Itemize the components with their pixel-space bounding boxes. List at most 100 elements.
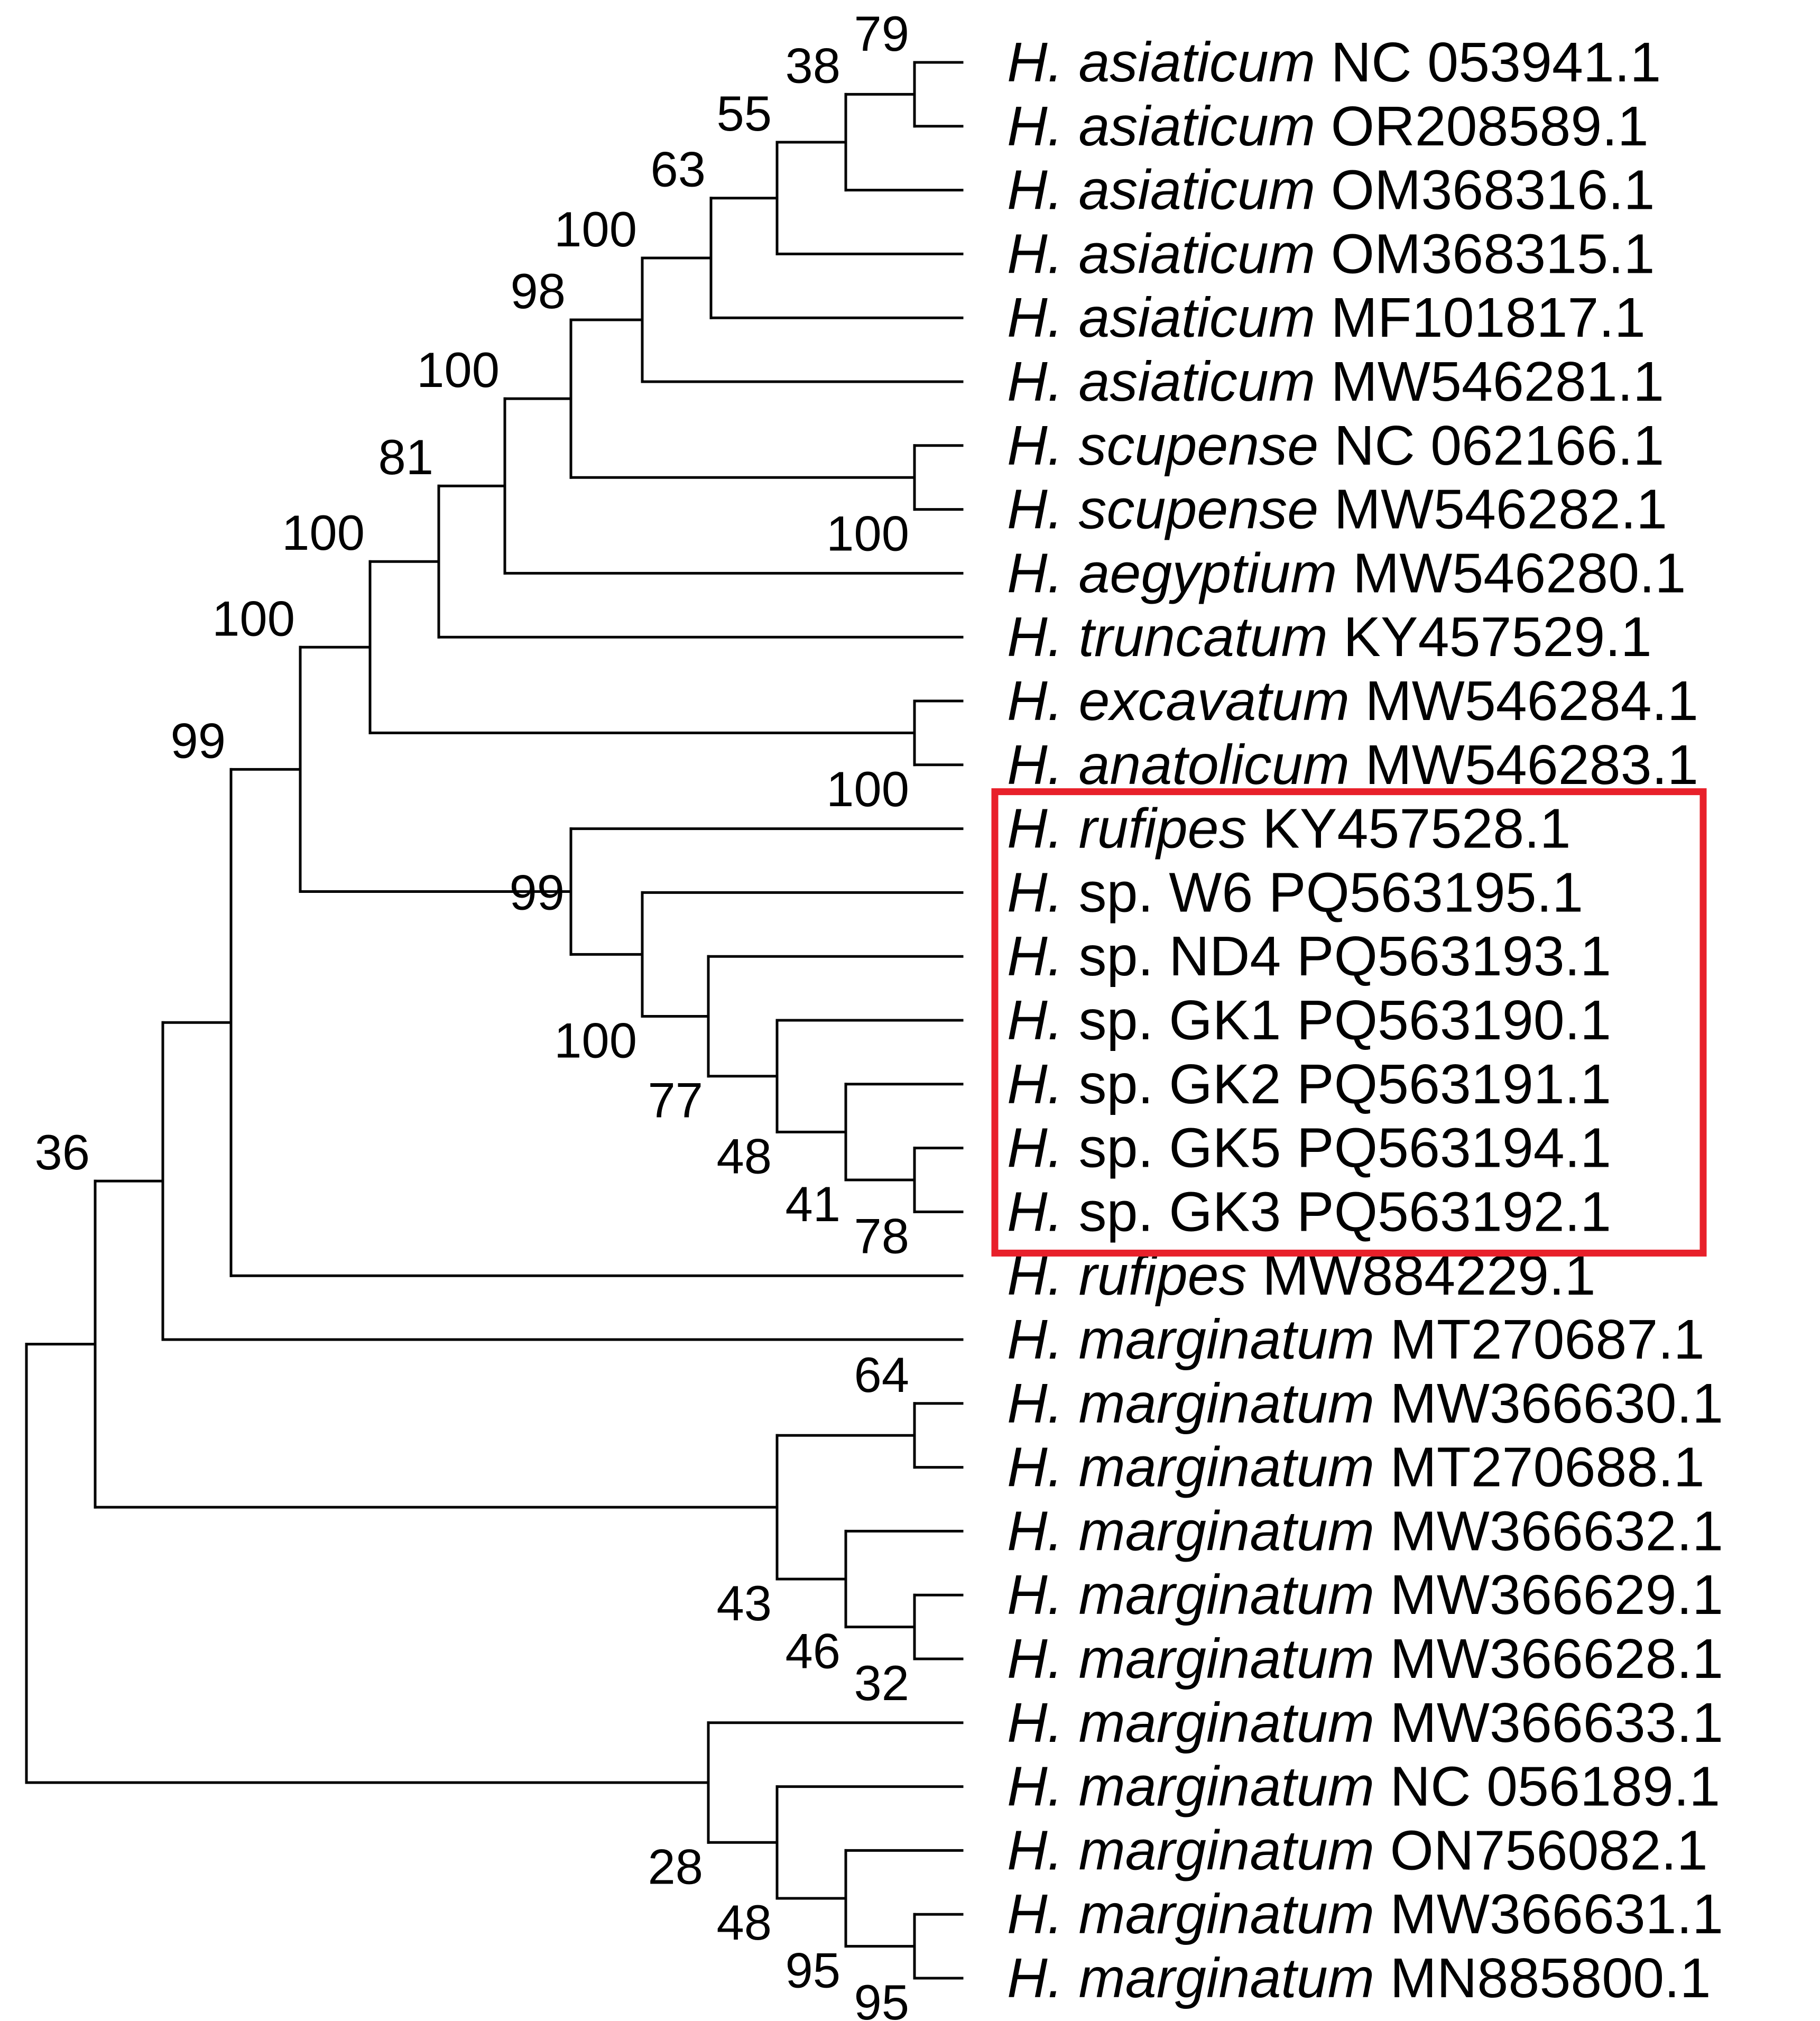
tip-epithet: scupense xyxy=(1063,478,1318,541)
tip-genus: H. xyxy=(1007,159,1063,222)
tip-label: H. scupense MW546282.1 xyxy=(1007,478,1667,541)
tip-epithet: sp. xyxy=(1063,1117,1153,1179)
tip-accession: MW366628.1 xyxy=(1374,1628,1723,1690)
tip-epithet: sp. xyxy=(1063,861,1153,924)
tip-label: H. asiaticum OR208589.1 xyxy=(1007,95,1649,158)
support-value: 79 xyxy=(854,6,909,61)
tip-epithet: marginatum xyxy=(1063,1564,1374,1626)
tip-label: H. truncatum KY457529.1 xyxy=(1007,606,1652,668)
tip-genus: H. xyxy=(1007,350,1063,413)
tip-epithet: asiaticum xyxy=(1063,31,1315,94)
support-value: 77 xyxy=(648,1073,703,1128)
tip-accession: NC 056189.1 xyxy=(1374,1756,1720,1818)
support-value: 41 xyxy=(785,1176,840,1232)
support-value: 38 xyxy=(785,38,840,93)
tip-genus: H. xyxy=(1007,1628,1063,1690)
tip-genus: H. xyxy=(1007,542,1063,604)
tip-label: H. rufipes KY457528.1 xyxy=(1007,798,1571,860)
tip-epithet: asiaticum xyxy=(1063,223,1315,285)
tip-accession: ON756082.1 xyxy=(1374,1819,1708,1881)
tip-label: H. marginatum ON756082.1 xyxy=(1007,1819,1708,1881)
tip-label: H. marginatum MW366632.1 xyxy=(1007,1500,1723,1562)
support-value: 100 xyxy=(554,1012,637,1068)
tip-label: H. sp. GK5 PQ563194.1 xyxy=(1007,1117,1611,1179)
tip-accession: W6 PQ563195.1 xyxy=(1153,861,1583,924)
tip-accession: MW366630.1 xyxy=(1374,1372,1723,1435)
tip-accession: MF101817.1 xyxy=(1315,287,1646,349)
tip-label: H. marginatum MW366633.1 xyxy=(1007,1692,1723,1754)
tip-label: H. asiaticum NC 053941.1 xyxy=(1007,31,1661,94)
support-value: 36 xyxy=(34,1124,90,1180)
tip-accession: MN885800.1 xyxy=(1374,1947,1711,2009)
support-value: 100 xyxy=(212,590,295,646)
tip-accession: MW366633.1 xyxy=(1374,1692,1723,1754)
tip-epithet: marginatum xyxy=(1063,1628,1374,1690)
tip-label: H. marginatum MW366631.1 xyxy=(1007,1883,1723,1945)
tip-genus: H. xyxy=(1007,1117,1063,1179)
tip-label: H. sp. GK1 PQ563190.1 xyxy=(1007,989,1611,1051)
tip-label: H. asiaticum OM368316.1 xyxy=(1007,159,1655,222)
tip-epithet: excavatum xyxy=(1063,670,1350,732)
tip-accession: ND4 PQ563193.1 xyxy=(1153,925,1611,988)
support-value: 100 xyxy=(826,506,909,561)
tip-genus: H. xyxy=(1007,1053,1063,1115)
tip-epithet: truncatum xyxy=(1063,606,1328,668)
tip-epithet: marginatum xyxy=(1063,1883,1374,1945)
tip-accession: MW546284.1 xyxy=(1350,670,1698,732)
tip-accession: GK2 PQ563191.1 xyxy=(1153,1053,1611,1115)
tip-genus: H. xyxy=(1007,1947,1063,2009)
tip-label: H. marginatum MW366628.1 xyxy=(1007,1628,1723,1690)
tip-accession: MW366629.1 xyxy=(1374,1564,1723,1626)
tip-accession: MW546280.1 xyxy=(1337,542,1686,604)
tip-accession: OM368316.1 xyxy=(1315,159,1655,222)
support-values: 7938556310010098100811001007841487710099… xyxy=(34,6,909,2021)
tip-label: H. marginatum MT270687.1 xyxy=(1007,1308,1705,1371)
tip-genus: H. xyxy=(1007,1819,1063,1881)
tip-genus: H. xyxy=(1007,734,1063,796)
tip-label: H. sp. GK3 PQ563192.1 xyxy=(1007,1180,1611,1243)
support-value: 28 xyxy=(648,1839,703,1894)
tip-epithet: marginatum xyxy=(1063,1500,1374,1562)
support-value: 95 xyxy=(785,1943,840,1998)
tip-label: H. marginatum NC 056189.1 xyxy=(1007,1756,1720,1818)
tip-genus: H. xyxy=(1007,861,1063,924)
tip-labels: H. asiaticum NC 053941.1H. asiaticum OR2… xyxy=(1007,31,1723,2009)
tip-label: H. sp. ND4 PQ563193.1 xyxy=(1007,925,1611,988)
tip-epithet: marginatum xyxy=(1063,1819,1374,1881)
tip-genus: H. xyxy=(1007,1692,1063,1754)
support-value: 99 xyxy=(509,865,565,920)
tip-accession: GK1 PQ563190.1 xyxy=(1153,989,1611,1051)
tip-accession: GK3 PQ563192.1 xyxy=(1153,1180,1611,1243)
tip-accession: MW546282.1 xyxy=(1318,478,1667,541)
tip-genus: H. xyxy=(1007,287,1063,349)
tip-epithet: asiaticum xyxy=(1063,350,1315,413)
support-value: 100 xyxy=(282,505,365,560)
tip-accession: KY457528.1 xyxy=(1247,798,1571,860)
tip-genus: H. xyxy=(1007,1883,1063,1945)
tip-genus: H. xyxy=(1007,1180,1063,1243)
tip-epithet: marginatum xyxy=(1063,1372,1374,1435)
support-value: 78 xyxy=(854,1208,909,1263)
tip-epithet: marginatum xyxy=(1063,1308,1374,1371)
tip-label: H. scupense NC 062166.1 xyxy=(1007,414,1664,477)
tip-genus: H. xyxy=(1007,1500,1063,1562)
tip-accession: KY457529.1 xyxy=(1328,606,1652,668)
tip-genus: H. xyxy=(1007,1564,1063,1626)
tip-epithet: anatolicum xyxy=(1063,734,1350,796)
support-value: 55 xyxy=(716,86,772,141)
tip-label: H. asiaticum MW546281.1 xyxy=(1007,350,1664,413)
tip-label: H. sp. GK2 PQ563191.1 xyxy=(1007,1053,1611,1115)
tip-label: H. excavatum MW546284.1 xyxy=(1007,670,1698,732)
tip-epithet: sp. xyxy=(1063,925,1153,988)
tip-genus: H. xyxy=(1007,1308,1063,1371)
support-value: 95 xyxy=(854,1974,909,2021)
tip-epithet: aegyptium xyxy=(1063,542,1337,604)
support-value: 48 xyxy=(716,1895,772,1950)
tip-accession: MW546281.1 xyxy=(1315,350,1664,413)
tip-genus: H. xyxy=(1007,606,1063,668)
tree-branches xyxy=(25,61,964,1980)
tip-label: H. marginatum MN885800.1 xyxy=(1007,1947,1711,2009)
tip-genus: H. xyxy=(1007,670,1063,732)
tip-genus: H. xyxy=(1007,478,1063,541)
